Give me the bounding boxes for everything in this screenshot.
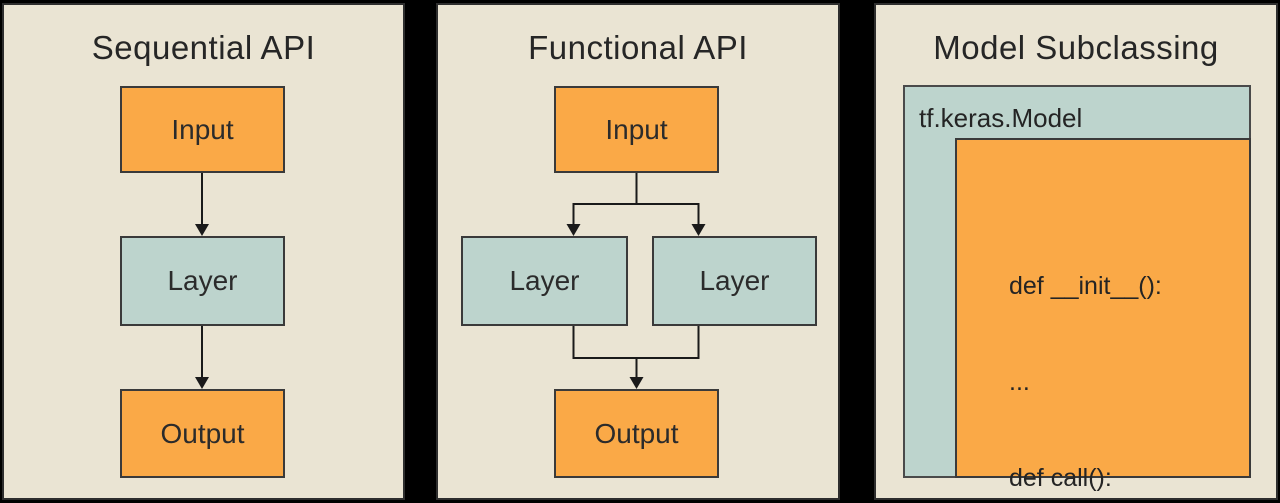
functional-layer-right-node: Layer <box>652 236 817 326</box>
sequential-input-label: Input <box>171 113 234 145</box>
functional-input-label: Input <box>605 113 668 145</box>
subclass-code-lines: def __init__(): ... def call(): ... <box>1009 206 1162 503</box>
panel-model-subclassing: Model Subclassing tf.keras.Model def __i… <box>874 3 1278 500</box>
panel-title-sequential: Sequential API <box>91 29 316 66</box>
panel-title-subclassing: Model Subclassing <box>933 29 1219 66</box>
tf-keras-model-label: tf.keras.Model <box>919 103 1083 133</box>
code-line-ellipsis-1: ... <box>1009 368 1030 396</box>
functional-output-label: Output <box>594 417 679 449</box>
panel-title-functional: Functional API <box>528 29 748 66</box>
subclass-code-box: def __init__(): ... def call(): ... <box>955 138 1251 492</box>
functional-layer-right-label: Layer <box>699 265 770 296</box>
code-line-call: def call(): <box>1009 464 1112 492</box>
panel-functional-api: Functional API Input Layer Layer Output <box>436 3 840 500</box>
sequential-layer-label: Layer <box>167 265 238 296</box>
arrow-into-layer-left-head <box>566 224 581 236</box>
sequential-output-label: Output <box>160 417 245 449</box>
code-line-init: def __init__(): <box>1009 272 1162 300</box>
arrow-into-layer-right-head <box>691 224 706 236</box>
sequential-layer-node: Layer <box>120 236 285 326</box>
functional-output-node: Output <box>554 389 719 478</box>
sequential-output-node: Output <box>120 389 285 478</box>
functional-layer-left-label: Layer <box>509 265 580 296</box>
arrow-layer-to-output-head <box>195 377 209 389</box>
sequential-input-node: Input <box>120 86 285 173</box>
functional-layer-left-node: Layer <box>461 236 628 326</box>
arrow-input-to-layer-head <box>195 224 209 236</box>
functional-input-node: Input <box>554 86 719 173</box>
merge-connector-lines <box>572 326 700 378</box>
arrow-into-output-head <box>629 377 644 389</box>
panel-sequential-api: Sequential API Input Layer Output <box>2 3 405 500</box>
split-connector-lines <box>572 173 700 225</box>
tf-keras-model-container: tf.keras.Model def __init__(): ... def c… <box>903 85 1251 492</box>
